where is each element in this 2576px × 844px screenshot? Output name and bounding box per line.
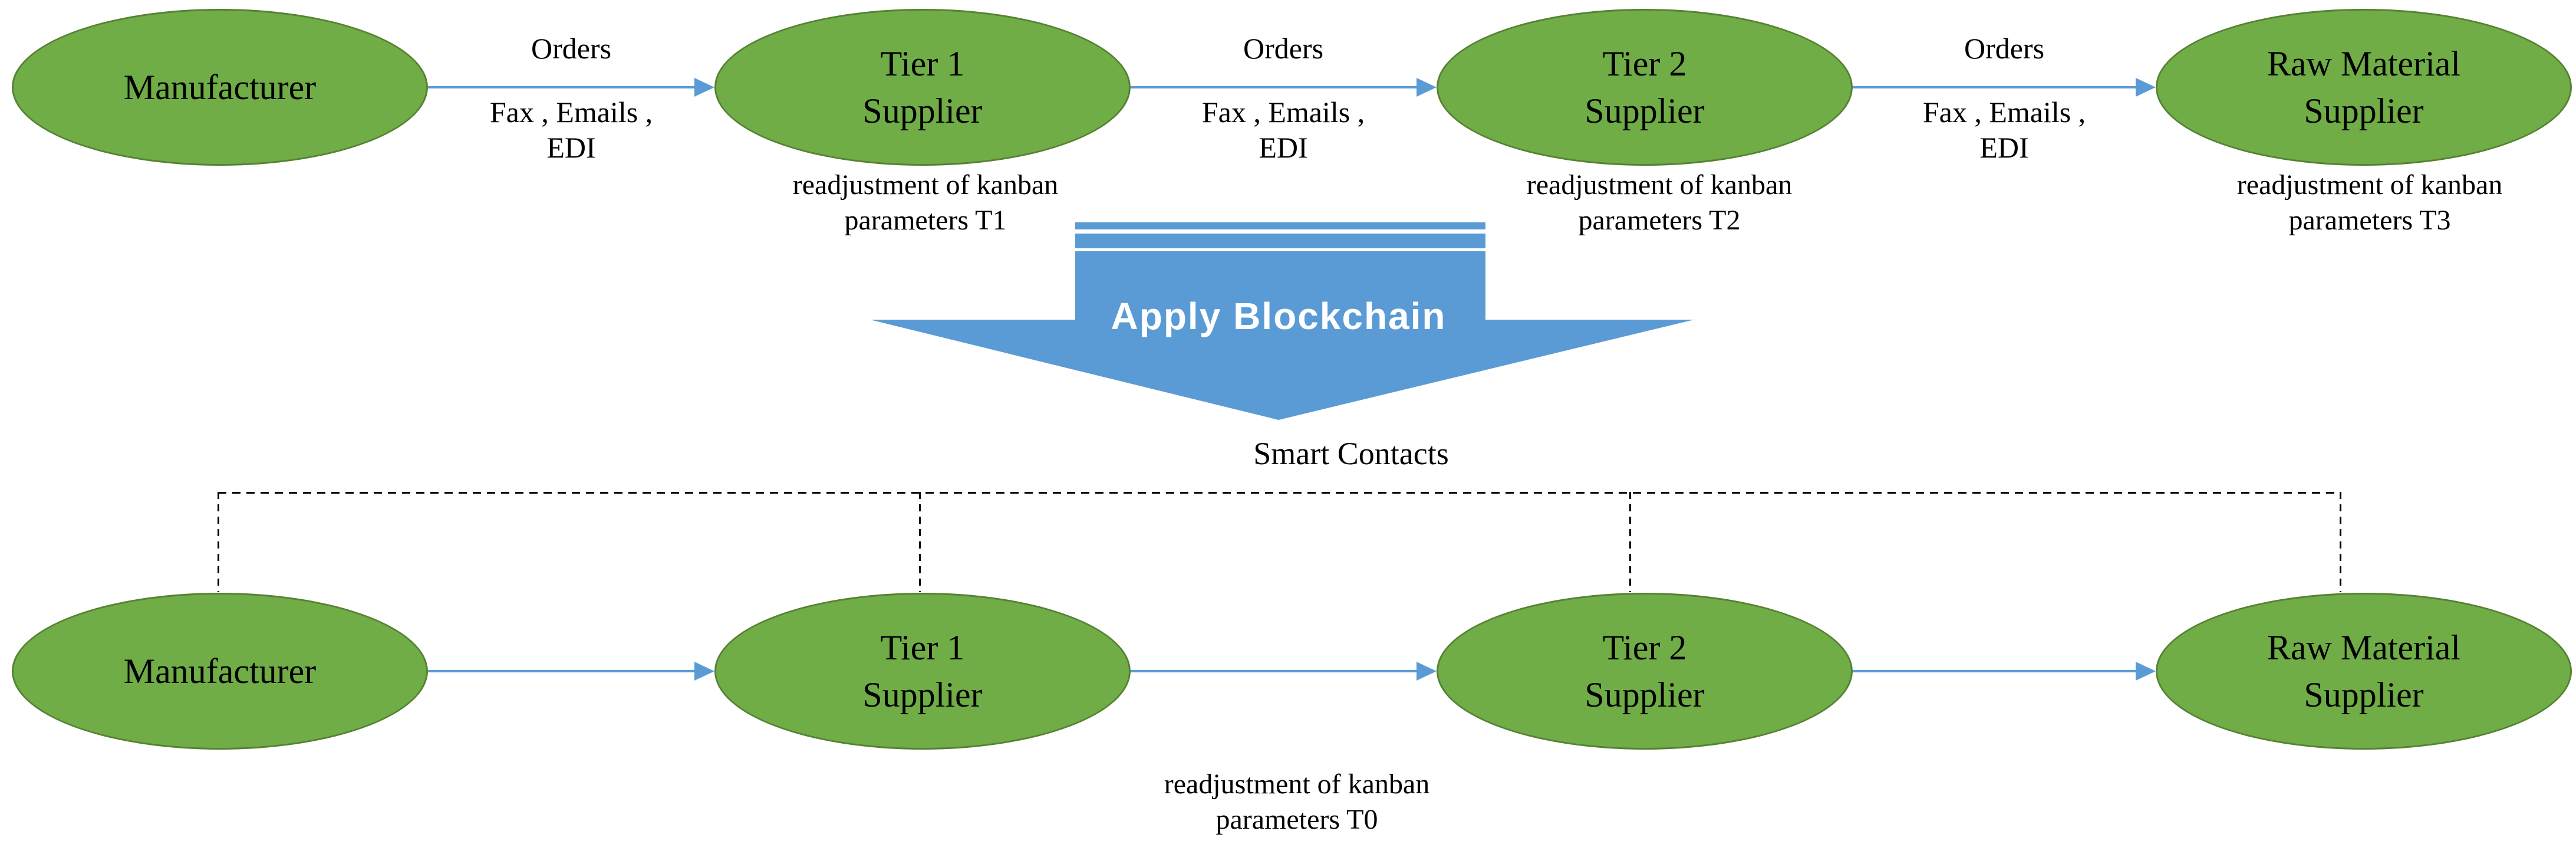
node-tier1-supplier-bottom: Tier 1 Supplier (714, 593, 1131, 750)
node-label: Tier 1 (880, 628, 965, 667)
node-label: Supplier (2304, 91, 2424, 130)
node-label: Supplier (1585, 675, 1705, 714)
node-label: Raw Material (2267, 628, 2461, 667)
kanban-annotation-line: readjustment of kanban (1164, 769, 1430, 800)
blockchain-arrow-body (1075, 251, 1485, 320)
channels-label-2-line1: Fax , Emails , (1201, 96, 1365, 129)
arrowhead-icon (694, 662, 714, 681)
dashed-drop-tier1 (919, 492, 921, 592)
arrow-tier2-to-rawmaterial-top (1853, 78, 2156, 97)
node-label: Manufacturer (123, 652, 317, 691)
node-tier2-supplier-bottom: Tier 2 Supplier (1437, 593, 1853, 750)
node-label: Tier 2 (1602, 44, 1687, 83)
node-raw-material-supplier-top: Raw Material Supplier (2156, 9, 2572, 166)
channels-label-1-line1: Fax , Emails , (489, 96, 653, 129)
smart-contacts-caption: Smart Contacts (1253, 436, 1449, 471)
node-raw-material-supplier-bottom: Raw Material Supplier (2156, 593, 2572, 750)
node-manufacturer-top: Manufacturer (12, 9, 428, 166)
arrowhead-icon (694, 78, 714, 97)
arrowhead-icon (2136, 78, 2156, 97)
kanban-annotation-t2: readjustment of kanban parameters T2 (1453, 168, 1866, 238)
arrow-manufacturer-to-tier1-bottom (428, 662, 714, 681)
node-label: Raw Material (2267, 44, 2461, 83)
kanban-annotation-t3: readjustment of kanban parameters T3 (2163, 168, 2576, 238)
arrowhead-icon (2136, 662, 2156, 681)
dashed-drop-tier2 (1629, 492, 1631, 592)
dashed-bus-line (218, 492, 2340, 494)
kanban-annotation-line: readjustment of kanban (1526, 169, 1793, 201)
node-label: Tier 1 (880, 44, 965, 83)
node-label: Supplier (862, 675, 983, 714)
blockchain-arrow-stripe-2 (1075, 234, 1485, 248)
channels-label-1-line2: EDI (546, 131, 596, 164)
node-label: Manufacturer (123, 68, 317, 107)
blockchain-arrow-head-icon (870, 320, 1694, 420)
node-manufacturer-bottom: Manufacturer (12, 593, 428, 750)
channels-label-3-line1: Fax , Emails , (1922, 96, 2086, 129)
channels-label-2-line2: EDI (1259, 131, 1308, 164)
node-tier2-supplier-top: Tier 2 Supplier (1437, 9, 1853, 166)
node-tier1-supplier-top: Tier 1 Supplier (714, 9, 1131, 166)
arrow-tier1-to-tier2-bottom (1131, 662, 1437, 681)
node-label: Supplier (2304, 675, 2424, 714)
arrowhead-icon (1417, 78, 1437, 97)
kanban-annotation-line: readjustment of kanban (2236, 169, 2503, 201)
kanban-annotation-line: parameters T0 (1215, 804, 1378, 835)
node-label: Supplier (862, 91, 983, 130)
kanban-annotation-line: parameters T2 (1578, 205, 1741, 236)
dashed-drop-rawmaterial (2340, 492, 2341, 592)
kanban-annotation-line: readjustment of kanban (792, 169, 1059, 201)
kanban-annotation-line: parameters T3 (2288, 205, 2451, 236)
arrowhead-icon (1417, 662, 1437, 681)
arrow-tier1-to-tier2-top (1131, 78, 1437, 97)
arrow-tier2-to-rawmaterial-bottom (1853, 662, 2156, 681)
kanban-annotation-t0: readjustment of kanban parameters T0 (1091, 767, 1503, 838)
dashed-drop-manufacturer (218, 492, 219, 592)
node-label: Tier 2 (1602, 628, 1687, 667)
kanban-annotation-t1: readjustment of kanban parameters T1 (719, 168, 1132, 238)
orders-label-1: Orders (531, 32, 612, 65)
blockchain-arrow-label: Apply Blockchain (1111, 295, 1447, 337)
blockchain-arrow-stripe-1 (1075, 222, 1485, 229)
kanban-annotation-line: parameters T1 (844, 205, 1007, 236)
orders-label-3: Orders (1964, 32, 2045, 65)
arrow-manufacturer-to-tier1-top (428, 78, 714, 97)
orders-label-2: Orders (1243, 32, 1324, 65)
node-label: Supplier (1585, 91, 1705, 130)
channels-label-3-line2: EDI (1979, 131, 2029, 164)
